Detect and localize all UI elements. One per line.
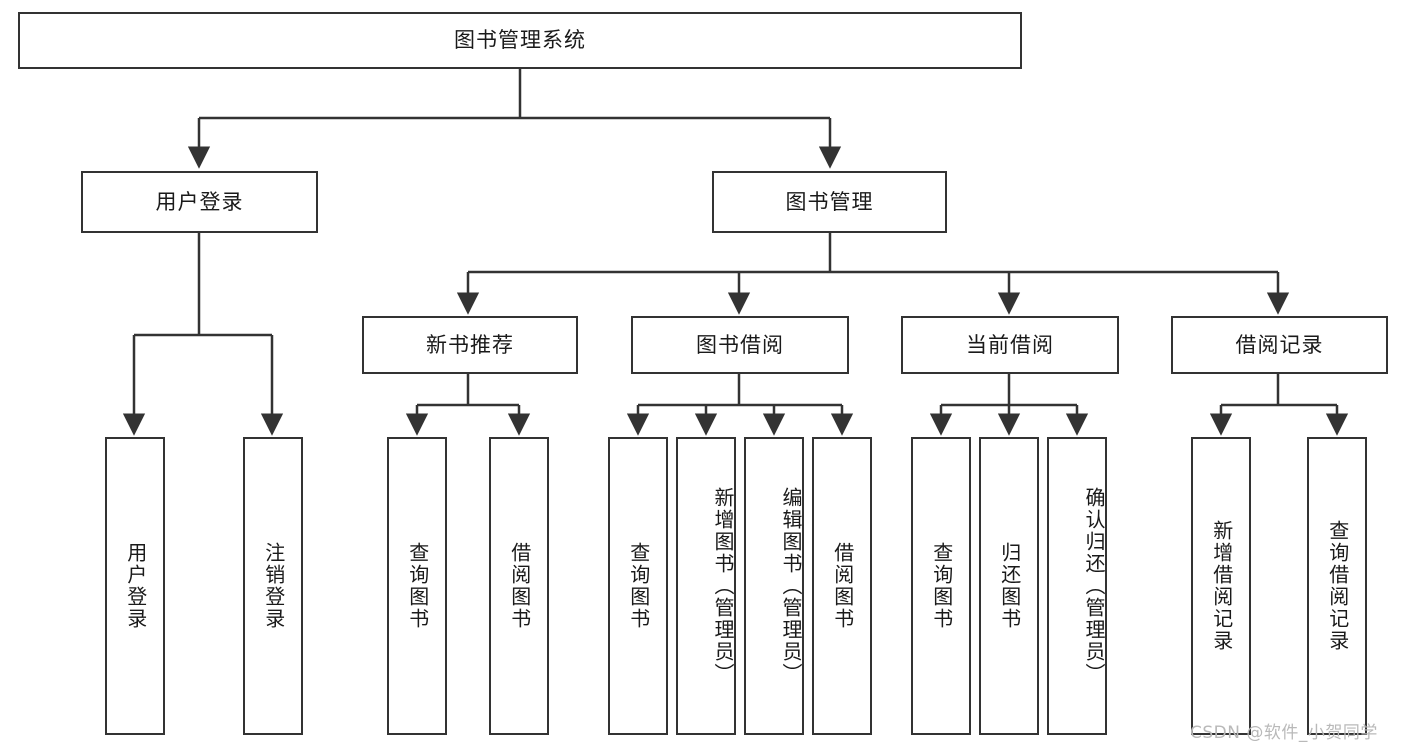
node-new-book-recommend[interactable]: 新书推荐 [362, 316, 578, 374]
node-current-borrow[interactable]: 当前借阅 [901, 316, 1119, 374]
node-borrow-record[interactable]: 借阅记录 [1171, 316, 1388, 374]
csdn-watermark: CSDN @软件_小贺同学 [1190, 723, 1378, 743]
leaf-return-book[interactable]: 归还图书 [979, 437, 1039, 735]
leaf-query-book-current[interactable]: 查询图书 [911, 437, 971, 735]
leaf-query-borrow-record[interactable]: 查询借阅记录 [1307, 437, 1367, 735]
node-root-system[interactable]: 图书管理系统 [18, 12, 1022, 69]
leaf-borrow-book-borrow[interactable]: 借阅图书 [812, 437, 872, 735]
leaf-query-book-borrow[interactable]: 查询图书 [608, 437, 668, 735]
node-book-manage[interactable]: 图书管理 [712, 171, 947, 233]
leaf-borrow-book-recommend[interactable]: 借阅图书 [489, 437, 549, 735]
node-user-login[interactable]: 用户登录 [81, 171, 318, 233]
node-book-borrow[interactable]: 图书借阅 [631, 316, 849, 374]
leaf-edit-book-admin[interactable]: 编辑图书（管理员） [744, 437, 804, 735]
leaf-user-login[interactable]: 用户登录 [105, 437, 165, 735]
leaf-confirm-return-admin[interactable]: 确认归还（管理员） [1047, 437, 1107, 735]
leaf-query-book-recommend[interactable]: 查询图书 [387, 437, 447, 735]
leaf-add-book-admin[interactable]: 新增图书（管理员） [676, 437, 736, 735]
leaf-logout-login[interactable]: 注销登录 [243, 437, 303, 735]
leaf-add-borrow-record[interactable]: 新增借阅记录 [1191, 437, 1251, 735]
